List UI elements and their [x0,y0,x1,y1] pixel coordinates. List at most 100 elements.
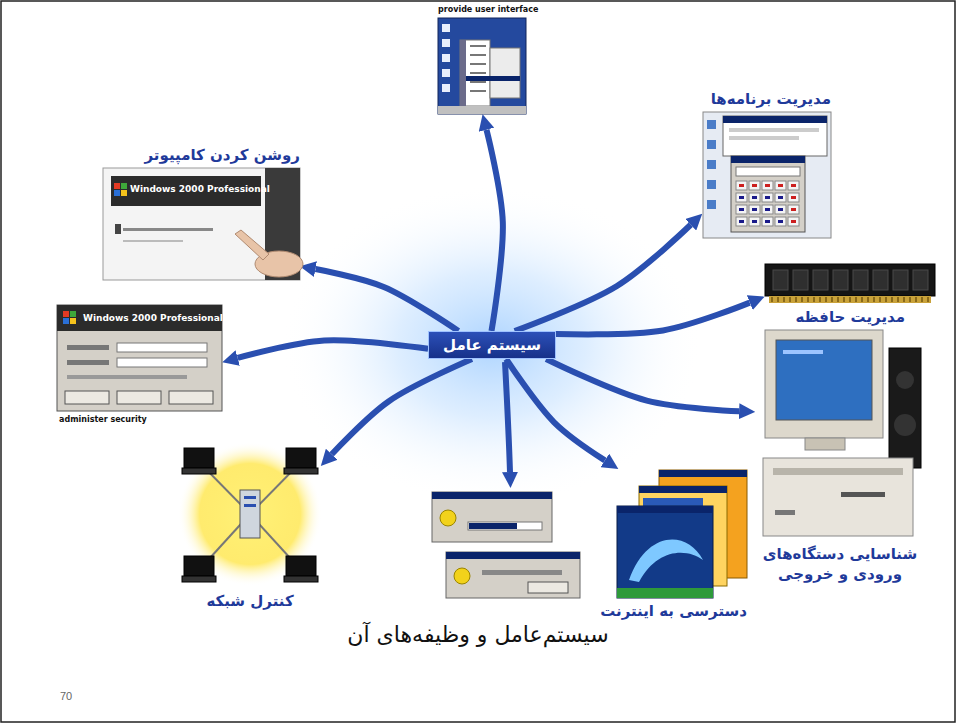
arrow [505,362,510,472]
button-mark [791,196,796,199]
hub-light [244,496,256,499]
progress-track [468,522,542,530]
text-line [729,128,819,132]
picture [765,262,935,304]
hub-light [244,504,256,507]
contact [903,297,905,302]
dialog-line [482,570,562,575]
function-label: provide user interface [438,5,538,14]
button-mark [739,184,744,187]
dialog-icon [454,568,470,584]
arrow-connector [546,359,739,411]
memory-chip [853,270,868,290]
desktop-icon [707,140,716,149]
caption-text: سیستم‌عامل و وظیفه‌های آن [347,622,608,647]
titlebar [723,116,827,123]
button-mark [778,220,783,223]
calc-button [788,193,799,202]
menu-item [470,63,486,65]
calc-button [736,205,747,214]
logo-square [63,318,69,324]
dialog-window [446,552,580,598]
dialog-window [432,492,552,542]
laptop-screen [286,448,316,468]
desktop [438,18,526,114]
status-line [123,228,213,231]
menu-item [470,72,486,74]
dialog-button [117,391,161,404]
contact [807,297,809,302]
dialog-icon [440,510,456,526]
desktop [703,112,831,238]
desktop-icon [442,69,450,77]
button-mark [739,208,744,211]
laptop-screen [184,448,214,468]
function-picture: provide user interface [438,18,526,114]
contact [927,297,929,302]
node-title: سیستم عامل [443,336,541,354]
desktop-icon [707,160,716,169]
titlebar [731,156,805,163]
memory-chip [793,270,808,290]
logo-square [63,311,69,317]
arrow-connector [332,359,472,454]
logo-square [121,190,127,196]
desktop-icon [442,24,450,32]
page-number: 70 [60,690,72,702]
contact [891,297,893,302]
calc-button [775,217,786,226]
laptop-screen [286,556,316,576]
calc-button [749,181,760,190]
memory-chip [833,270,848,290]
printer [763,458,913,536]
calc-button [762,205,773,214]
function-label: مدیریت برنامه‌ها [711,90,831,108]
function-label: روشن کردن کامپیوتر [145,146,300,164]
function-label: مدیریت حافظه [795,308,905,326]
desktop-icon [442,84,450,92]
paper-slot [841,492,885,497]
arrow-connector [556,303,750,335]
calc-button [736,181,747,190]
contact [825,297,827,302]
button-mark [778,196,783,199]
arrow-connector [238,340,428,358]
finger [235,230,269,260]
button-mark [752,220,757,223]
picture-text: Windows 2000 Professional [130,184,270,194]
calc-button [788,181,799,190]
button-mark [791,208,796,211]
laptop-base [182,468,216,474]
calculator [731,156,805,232]
logo-square [114,183,120,189]
printer-button [775,510,795,515]
contact [879,297,881,302]
contact [789,297,791,302]
menu-item [470,81,486,83]
contact [801,297,803,302]
dialog-button [65,391,109,404]
function-picture: Windows 2000 Professionaladminister secu… [57,305,222,427]
desktop-icon [707,180,716,189]
picture-text: administer security [59,415,147,424]
input-field [117,343,207,352]
text-line [67,375,187,379]
browser-window [617,506,713,598]
dialog [57,305,222,411]
center-box: سیستم عامل [428,331,556,359]
contact [837,297,839,302]
speaker [889,348,921,468]
memory-chip [873,270,888,290]
function-picture: روشن کردن کامپیوترWindows 2000 Professio… [103,168,300,280]
contact [885,297,887,302]
titlebar [659,470,747,477]
web-footer [617,588,713,598]
contact [819,297,821,302]
printer-slot [773,468,903,475]
submenu [490,48,520,98]
input-field [117,358,207,367]
button-mark [739,196,744,199]
dialog-picture [432,492,580,598]
monitor [765,330,883,438]
calc-button [762,181,773,190]
